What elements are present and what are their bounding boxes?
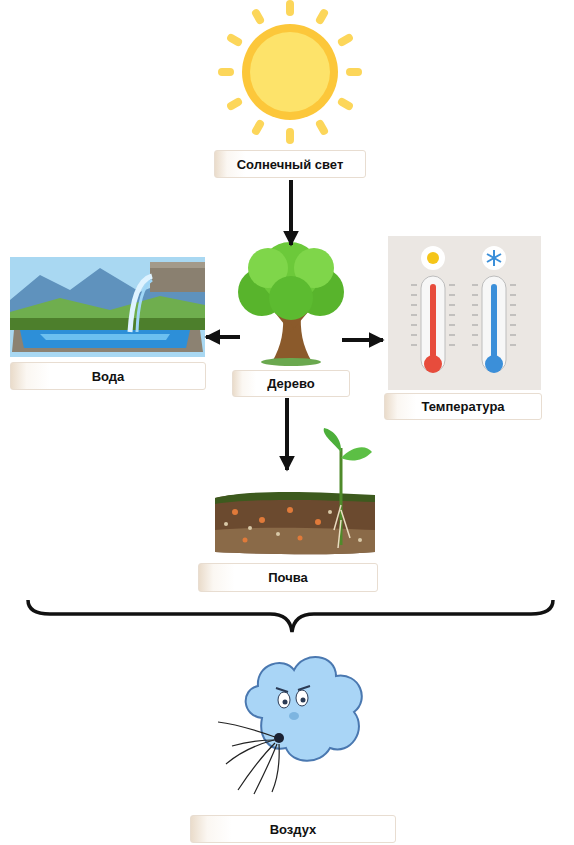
soil-illustration	[276, 532, 280, 536]
air-illustration	[301, 698, 306, 703]
thermometer-illustration	[421, 276, 445, 372]
soil-illustration	[341, 447, 372, 460]
water-illustration	[137, 280, 152, 332]
tree-illustration	[269, 276, 313, 320]
node-label: Температура	[384, 393, 542, 420]
water-illustration	[40, 334, 170, 340]
water-illustration	[150, 262, 205, 268]
water-illustration	[10, 257, 205, 357]
air-illustration	[296, 690, 308, 706]
air-illustration	[274, 733, 284, 743]
sun-illustration	[226, 33, 244, 48]
soil-illustration	[215, 528, 375, 555]
sun-illustration	[286, 0, 294, 16]
thermometer-illustration	[482, 246, 506, 270]
air-illustration	[218, 657, 362, 794]
thermometer-illustration	[482, 276, 506, 372]
soil-illustration	[215, 428, 375, 554]
soil-illustration	[248, 526, 252, 530]
thermometer-illustration	[430, 284, 436, 358]
thermometer-illustration	[485, 355, 503, 373]
flow-arrow	[285, 398, 289, 470]
air-illustration	[289, 712, 299, 720]
sun-illustration	[218, 68, 234, 76]
thermometer-illustration	[388, 236, 541, 390]
water-illustration	[10, 318, 205, 330]
air-illustration	[232, 740, 276, 746]
node-label: Вода	[10, 362, 206, 390]
air-illustration	[283, 700, 288, 705]
soil-illustration	[334, 505, 350, 548]
thermometer-illustration	[491, 284, 497, 358]
tree-illustration	[238, 242, 344, 366]
air-illustration	[238, 743, 275, 790]
thermometer-illustration	[487, 250, 501, 266]
soil-illustration	[232, 509, 238, 515]
water-illustration	[130, 276, 152, 332]
soil-illustration	[358, 538, 362, 542]
air-illustration	[218, 722, 279, 794]
sun-illustration	[218, 0, 362, 144]
water-node: Вода	[8, 255, 206, 392]
sun-illustration	[315, 8, 330, 26]
water-illustration	[20, 330, 190, 348]
sun-illustration	[315, 118, 330, 136]
soil-illustration	[243, 538, 248, 543]
thermometer-illustration	[421, 246, 445, 270]
sun-illustration	[242, 24, 338, 120]
water-illustration	[10, 296, 205, 330]
sun-illustration	[251, 8, 266, 26]
temperature-node: Температура	[383, 236, 543, 422]
tree-illustration	[261, 358, 321, 366]
soil-illustration	[315, 519, 321, 525]
sunlight-node: Солнечный свет	[205, 0, 375, 180]
air-illustration	[276, 686, 310, 692]
sun-illustration	[251, 118, 266, 136]
air-node: Воздух	[190, 650, 396, 844]
sun-illustration	[250, 32, 330, 112]
sun-illustration	[346, 68, 362, 76]
sun-illustration	[336, 97, 354, 112]
sun-illustration	[218, 0, 362, 144]
soil-illustration	[224, 522, 228, 526]
soil-illustration	[215, 493, 375, 554]
soil-illustration	[287, 507, 293, 513]
air-illustration	[272, 744, 279, 792]
tree-node: Дерево	[240, 245, 342, 398]
water-illustration	[12, 330, 203, 352]
sun-illustration	[226, 97, 244, 112]
thermometer-illustration	[424, 355, 442, 373]
flow-arrow	[342, 338, 383, 342]
water-illustration	[150, 262, 205, 292]
node-label: Воздух	[190, 815, 396, 843]
soil-illustration	[328, 510, 332, 514]
sun-illustration	[336, 33, 354, 48]
sun-illustration	[286, 128, 294, 144]
group-brace	[28, 600, 553, 632]
air-illustration	[218, 722, 275, 737]
soil-illustration	[259, 517, 265, 523]
flow-arrow	[289, 180, 293, 245]
thermometer-illustration	[427, 252, 439, 264]
water-illustration	[10, 257, 205, 357]
air-illustration	[278, 692, 290, 708]
node-label: Дерево	[232, 370, 350, 397]
soil-illustration	[324, 428, 341, 452]
soil-node: Почва	[198, 470, 378, 593]
thermometer-illustration	[388, 236, 541, 390]
flow-arrow	[206, 335, 240, 339]
soil-illustration	[215, 492, 375, 504]
soil-illustration	[232, 507, 321, 543]
node-label: Солнечный свет	[214, 150, 366, 178]
air-illustration	[246, 657, 362, 761]
node-label: Почва	[198, 563, 378, 592]
thermometer-illustration	[411, 285, 516, 345]
soil-illustration	[298, 536, 303, 541]
